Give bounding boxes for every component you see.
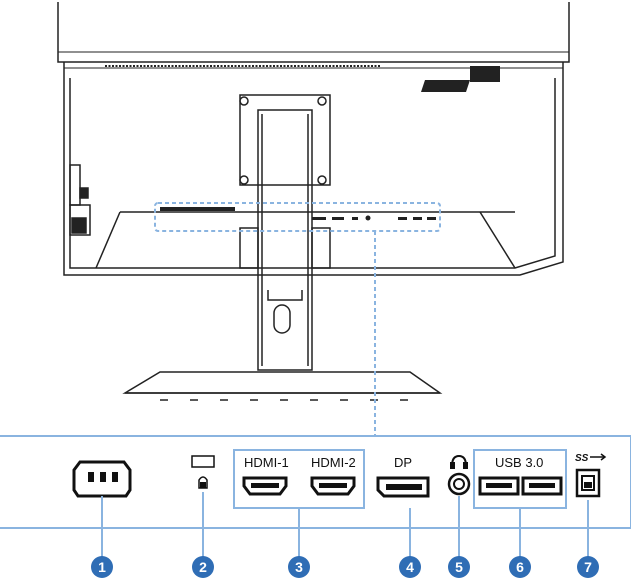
leader-lines xyxy=(101,492,589,558)
displayport-icon xyxy=(376,476,430,498)
hdmi-2-label: HDMI-2 xyxy=(311,455,356,470)
callout-number-4: 4 xyxy=(399,556,421,578)
callout-number-3: 3 xyxy=(288,556,310,578)
side-power-area xyxy=(69,164,91,236)
headphone-icon xyxy=(450,454,468,469)
brand-logo-plate xyxy=(421,66,500,92)
callout-number-5: 5 xyxy=(448,556,470,578)
monitor-back-housing xyxy=(63,68,564,276)
usb-a-port-icon xyxy=(478,476,520,496)
hdmi-1-label: HDMI-1 xyxy=(244,455,289,470)
callout-number-1: 1 xyxy=(91,556,113,578)
svg-text:SS: SS xyxy=(575,453,589,464)
monitor-stand xyxy=(122,109,443,401)
callout-number-7: 7 xyxy=(577,556,599,578)
power-socket-icon xyxy=(72,460,132,498)
hdmi-port-icon xyxy=(310,476,356,496)
port-callout xyxy=(154,202,441,436)
usb-label: USB 3.0 xyxy=(495,455,544,470)
rear-port-strip xyxy=(160,207,436,221)
headphone-jack-icon xyxy=(447,472,471,496)
usb-b-port-icon xyxy=(575,468,601,498)
usb-a-port-icon xyxy=(521,476,563,496)
callout-number-6: 6 xyxy=(509,556,531,578)
dp-label: DP xyxy=(394,455,413,470)
vesa-screw-icon xyxy=(317,96,327,106)
callout-number-2: 2 xyxy=(192,556,214,578)
hdmi-port-icon xyxy=(242,476,288,496)
vesa-screw-icon xyxy=(239,96,249,106)
usb-superspeed-icon: SS xyxy=(575,453,607,464)
vesa-mount-plate xyxy=(239,94,331,186)
monitor-top-bezel xyxy=(57,2,570,69)
vesa-screw-icon xyxy=(239,175,249,185)
vesa-screw-icon xyxy=(317,175,327,185)
port-panel xyxy=(0,435,631,529)
lock-slot-icon xyxy=(191,455,215,489)
